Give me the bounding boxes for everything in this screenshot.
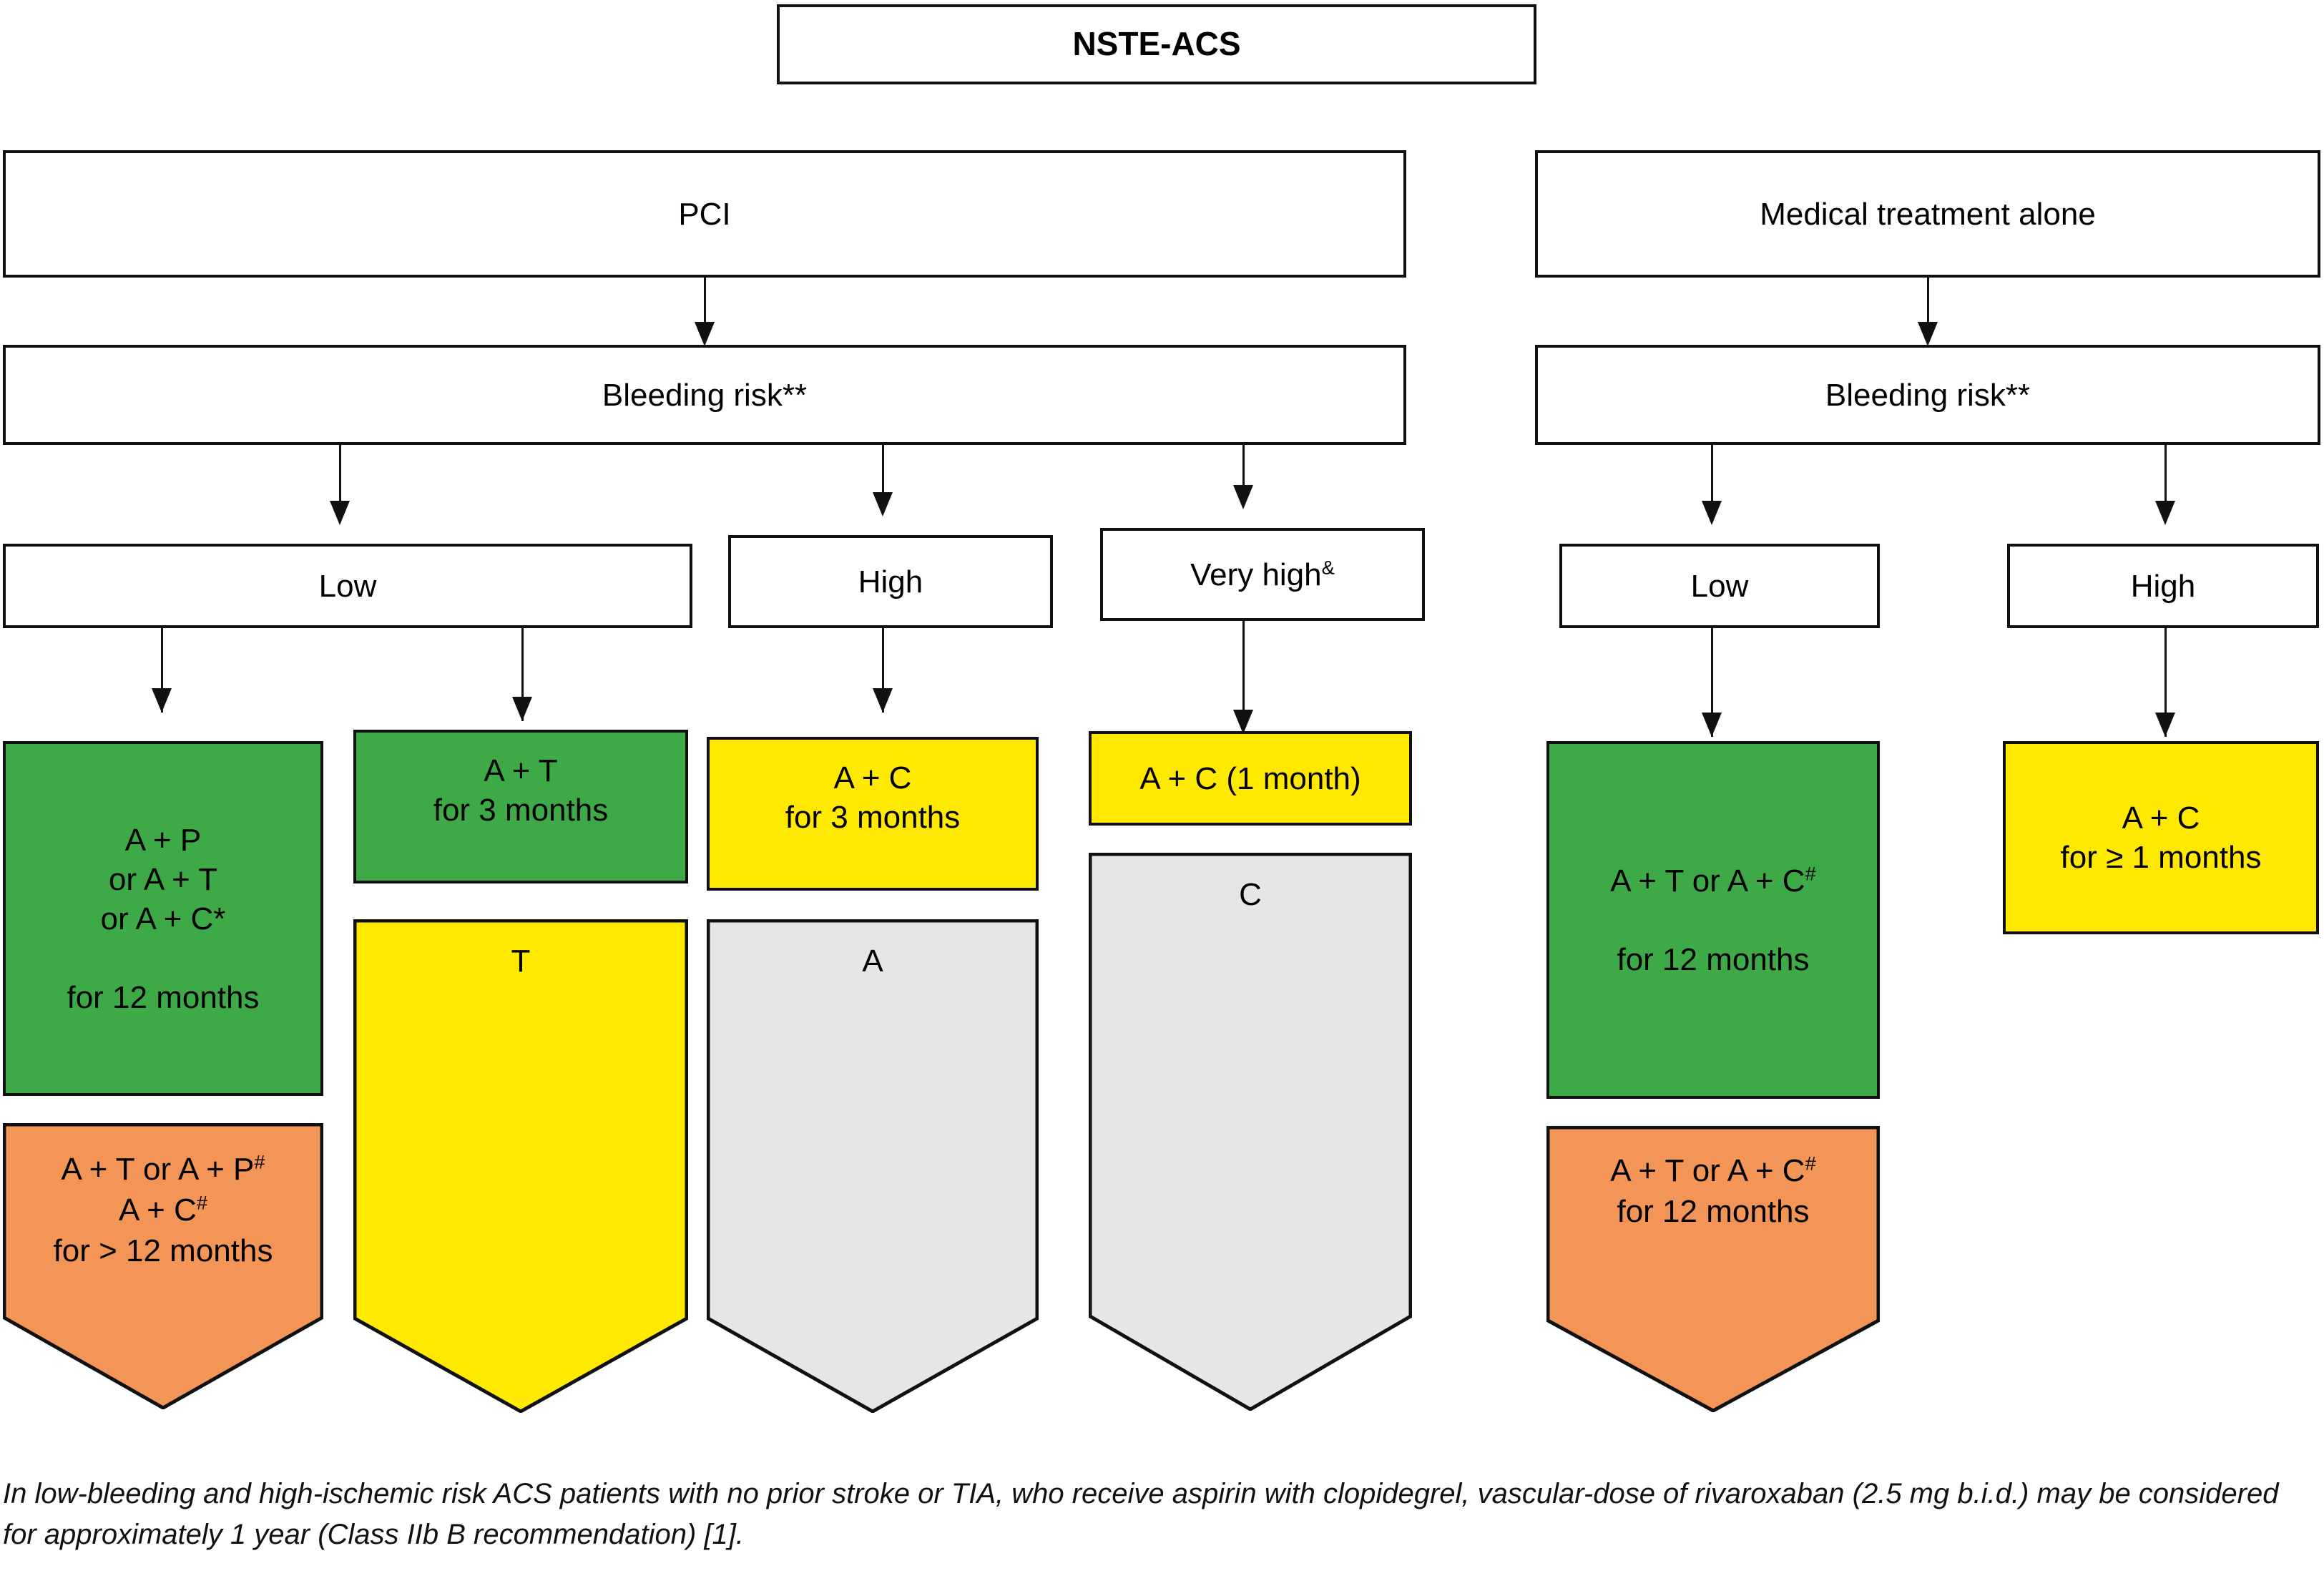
node-pci-risk-very-high: Very high& [1100, 528, 1425, 621]
hash-marker: # [1805, 861, 1816, 884]
very-high-footnote-marker: & [1321, 555, 1335, 578]
arrowhead-med-bleeding-to-low [1702, 501, 1722, 525]
connector-pci-bleeding-to-high [882, 445, 884, 508]
treatment-pci-high-extended: A [707, 919, 1039, 1413]
treatment-med-high-primary: A + C for ≥ 1 months [2003, 741, 2319, 934]
treatment-pci-low-primary: A + P or A + T or A + C* for 12 months [3, 741, 323, 1096]
connector-pci-to-bleeding [704, 278, 706, 336]
treatment-pci-very-high-extended: C [1089, 853, 1412, 1411]
arrowhead-med-high-to-treatment [2155, 713, 2175, 737]
connector-pci-bleeding-to-veryhigh [1242, 445, 1245, 502]
node-nste-acs-label: NSTE-ACS [1072, 25, 1241, 63]
node-pci-bleeding-risk-label: Bleeding risk** [602, 377, 808, 413]
treatment-pci-low-primary-label: A + P or A + T or A + C* for 12 months [67, 822, 260, 1015]
hash-marker: # [254, 1150, 265, 1173]
pentagon-shape-orange-med [1546, 1126, 1880, 1412]
node-med-risk-high-label: High [2130, 568, 2196, 604]
arrowhead-pci-low-to-treatment-b [512, 697, 532, 721]
treatment-pci-low-secondary: A + T for 3 months [353, 730, 688, 883]
arrowhead-pci-veryhigh-to-treatment [1233, 710, 1253, 734]
connector-medical-to-bleeding [1927, 278, 1929, 336]
arrowhead-pci-to-bleeding [695, 322, 715, 346]
connector-med-bleeding-to-low [1711, 445, 1713, 517]
node-medical-treatment: Medical treatment alone [1535, 150, 2320, 278]
treatment-med-low-primary: A + T or A + C#for 12 months [1546, 741, 1880, 1099]
footnote-text: In low-bleeding and high-ischemic risk A… [3, 1478, 2279, 1550]
connector-pci-low-to-treatment-a [161, 628, 163, 713]
node-pci-risk-high-label: High [858, 564, 923, 599]
pentagon-shape-yellow [353, 919, 688, 1413]
node-pci-risk-low: Low [3, 544, 692, 628]
treatment-pci-very-high-primary: A + C (1 month) [1089, 731, 1412, 826]
arrowhead-pci-high-to-treatment [873, 688, 893, 713]
hash-marker: # [1805, 1152, 1816, 1175]
treatment-med-low-extended: A + T or A + C#for 12 months [1546, 1126, 1880, 1412]
pentagon-shape-grey-a [707, 919, 1039, 1413]
treatment-pci-high-primary-label: A + C for 3 months [785, 760, 961, 835]
connector-pci-low-to-treatment-b [521, 628, 524, 721]
connector-pci-bleeding-to-low [339, 445, 341, 517]
connector-pci-veryhigh-to-treatment [1242, 621, 1245, 735]
node-pci-risk-high: High [728, 535, 1053, 628]
arrowhead-med-bleeding-to-high [2155, 501, 2175, 525]
node-medical-treatment-label: Medical treatment alone [1760, 196, 2096, 232]
treatment-med-low-primary-label: A + T or A + C#for 12 months [1610, 861, 1816, 977]
node-pci-label: PCI [678, 196, 731, 232]
node-pci-bleeding-risk: Bleeding risk** [3, 345, 1406, 445]
treatment-pci-very-high-primary-label: A + C (1 month) [1139, 760, 1361, 796]
treatment-pci-low-extended: A + T or A + P#A + C#for > 12 months [3, 1123, 323, 1409]
treatment-med-low-extended-label: A + T or A + C#for 12 months [1610, 1152, 1816, 1230]
treatment-med-high-primary-label: A + C for ≥ 1 months [2060, 801, 2262, 875]
arrowhead-medical-to-bleeding [1918, 322, 1938, 346]
node-med-risk-low-label: Low [1690, 568, 1749, 604]
treatment-pci-high-primary: A + C for 3 months [707, 737, 1039, 891]
treatment-pci-low-extended-label: A + T or A + P#A + C#for > 12 months [53, 1150, 273, 1269]
node-pci-risk-very-high-label: Very high& [1190, 555, 1335, 592]
node-nste-acs: NSTE-ACS [777, 4, 1536, 84]
arrowhead-med-low-to-treatment [1702, 713, 1722, 737]
node-med-risk-high: High [2007, 544, 2319, 628]
node-pci: PCI [3, 150, 1406, 278]
treatment-pci-very-high-extended-label: C [1239, 877, 1262, 912]
treatment-pci-low-secondary-extended-label: T [511, 944, 531, 979]
arrowhead-pci-bleeding-to-high [873, 492, 893, 517]
arrowhead-pci-low-to-treatment-a [152, 688, 172, 713]
node-medical-bleeding-risk: Bleeding risk** [1535, 345, 2320, 445]
arrowhead-pci-bleeding-to-low [330, 501, 350, 525]
node-med-risk-low: Low [1559, 544, 1880, 628]
hash-marker: # [196, 1191, 207, 1214]
connector-med-bleeding-to-high [2164, 445, 2167, 517]
arrowhead-pci-bleeding-to-veryhigh [1233, 485, 1253, 509]
node-pci-risk-low-label: Low [318, 568, 377, 604]
connector-pci-high-to-treatment [882, 628, 884, 713]
connector-med-low-to-treatment [1711, 628, 1713, 737]
treatment-pci-low-secondary-label: A + T for 3 months [433, 753, 609, 828]
connector-med-high-to-treatment [2164, 628, 2167, 737]
treatment-pci-high-extended-label: A [862, 944, 883, 979]
treatment-pci-low-secondary-extended: T [353, 919, 688, 1413]
node-medical-bleeding-risk-label: Bleeding risk** [1825, 377, 2031, 413]
pentagon-shape-grey-c [1089, 853, 1412, 1411]
pentagon-shape-orange [3, 1123, 323, 1409]
